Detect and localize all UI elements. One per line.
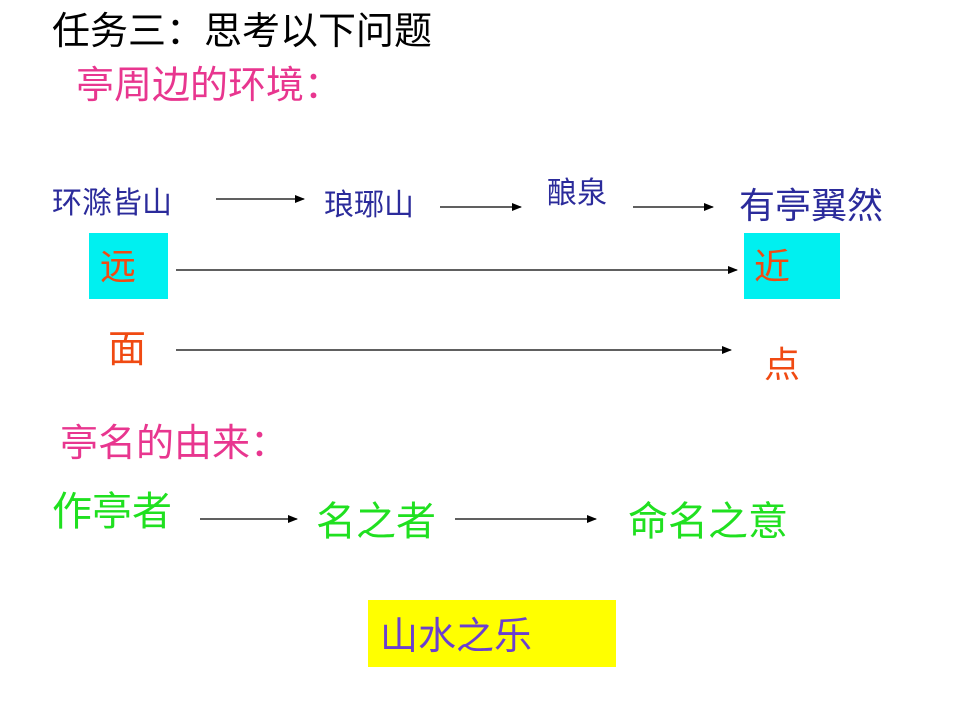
env-step-1: 环滁皆山 xyxy=(52,186,172,221)
conclusion-box xyxy=(368,600,616,667)
name-step-1: 作亭者 xyxy=(52,489,172,535)
point-label: 点 xyxy=(764,345,801,386)
task-title: 任务三：思考以下问题 xyxy=(52,9,433,53)
area-label: 面 xyxy=(108,327,147,371)
heading-name-origin: 亭名的由来： xyxy=(60,421,289,465)
near-box xyxy=(744,233,840,299)
env-step-2: 琅琊山 xyxy=(324,188,414,223)
far-box xyxy=(89,233,168,299)
name-step-2: 名之者 xyxy=(316,499,436,545)
heading-environment: 亭周边的环境： xyxy=(76,63,343,107)
name-step-3: 命名之意 xyxy=(628,499,788,545)
conclusion-label: 山水之乐 xyxy=(380,614,533,658)
env-step-3: 酿泉 xyxy=(547,176,607,211)
far-label: 远 xyxy=(100,247,137,288)
env-step-4: 有亭翼然 xyxy=(739,186,884,227)
near-label: 近 xyxy=(754,247,791,288)
